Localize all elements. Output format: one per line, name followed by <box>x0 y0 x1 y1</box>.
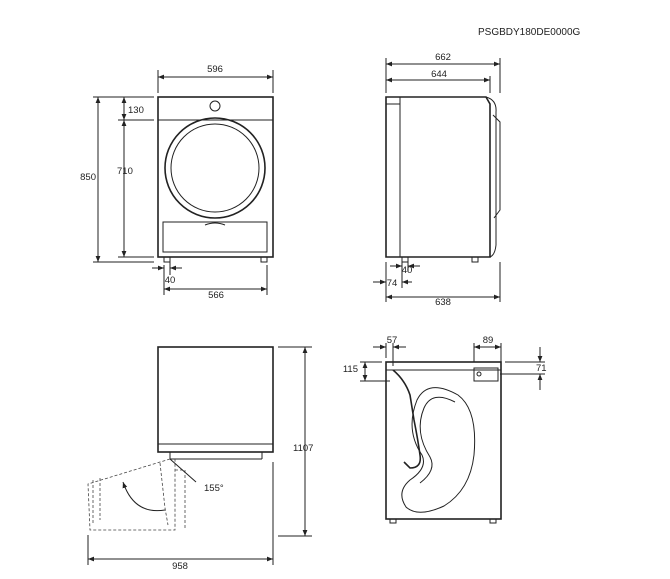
hose-offset-label: 57 <box>387 335 398 346</box>
inlet-offset-label: 89 <box>483 335 494 346</box>
side-body-outline <box>385 96 491 258</box>
door-open-view: 1107 155° 958 <box>87 346 313 572</box>
side-total-depth-label: 662 <box>435 52 451 63</box>
back-foot-right <box>489 518 497 524</box>
side-foot-front-label: 74 <box>387 278 398 289</box>
front-foot-label: 40 <box>165 275 176 286</box>
top-panel-label: 130 <box>128 105 144 116</box>
side-foot-front <box>401 256 409 263</box>
side-foot-label: 40 <box>402 265 413 276</box>
model-code: PSGBDY180DE0000G <box>478 27 581 38</box>
inlet-height-label: 71 <box>536 363 547 374</box>
drain-hose <box>392 369 422 469</box>
front-height-label: 850 <box>80 172 96 183</box>
front-foot-span-label: 566 <box>208 290 224 301</box>
open-height-label: 1107 <box>293 443 313 454</box>
back-foot-left <box>389 518 397 524</box>
front-body-outline <box>157 96 274 258</box>
door-hinge-line <box>169 458 197 483</box>
door-height-label: 710 <box>117 166 133 177</box>
drum-outline <box>401 387 476 513</box>
front-foot-left <box>163 256 171 263</box>
back-body-outline <box>385 361 502 520</box>
side-body-depth-label: 644 <box>431 69 447 80</box>
program-knob <box>209 100 221 112</box>
front-plinth-panel <box>162 221 268 253</box>
back-view: 57 89 115 71 <box>343 335 547 524</box>
top-view-body <box>157 346 274 453</box>
side-foot-rear <box>471 256 479 263</box>
front-door-inner <box>170 123 260 213</box>
side-foot-span-label: 638 <box>435 297 451 308</box>
front-view: 596 850 130 710 40 566 <box>80 64 274 301</box>
hose-height-label: 115 <box>343 364 358 375</box>
side-view: 662 644 40 74 638 <box>373 52 501 308</box>
open-door-outline <box>87 458 176 531</box>
front-foot-right <box>260 256 268 263</box>
door-angle-label: 155° <box>204 483 224 494</box>
water-inlet-box <box>473 367 499 382</box>
front-plinth-handle <box>204 222 226 226</box>
door-swing-arc <box>122 481 166 512</box>
open-width-label: 958 <box>172 561 188 572</box>
front-door-outer <box>164 117 266 219</box>
side-door-profile <box>485 96 497 258</box>
front-width-label: 596 <box>207 64 223 75</box>
side-door-bulge <box>492 114 501 219</box>
